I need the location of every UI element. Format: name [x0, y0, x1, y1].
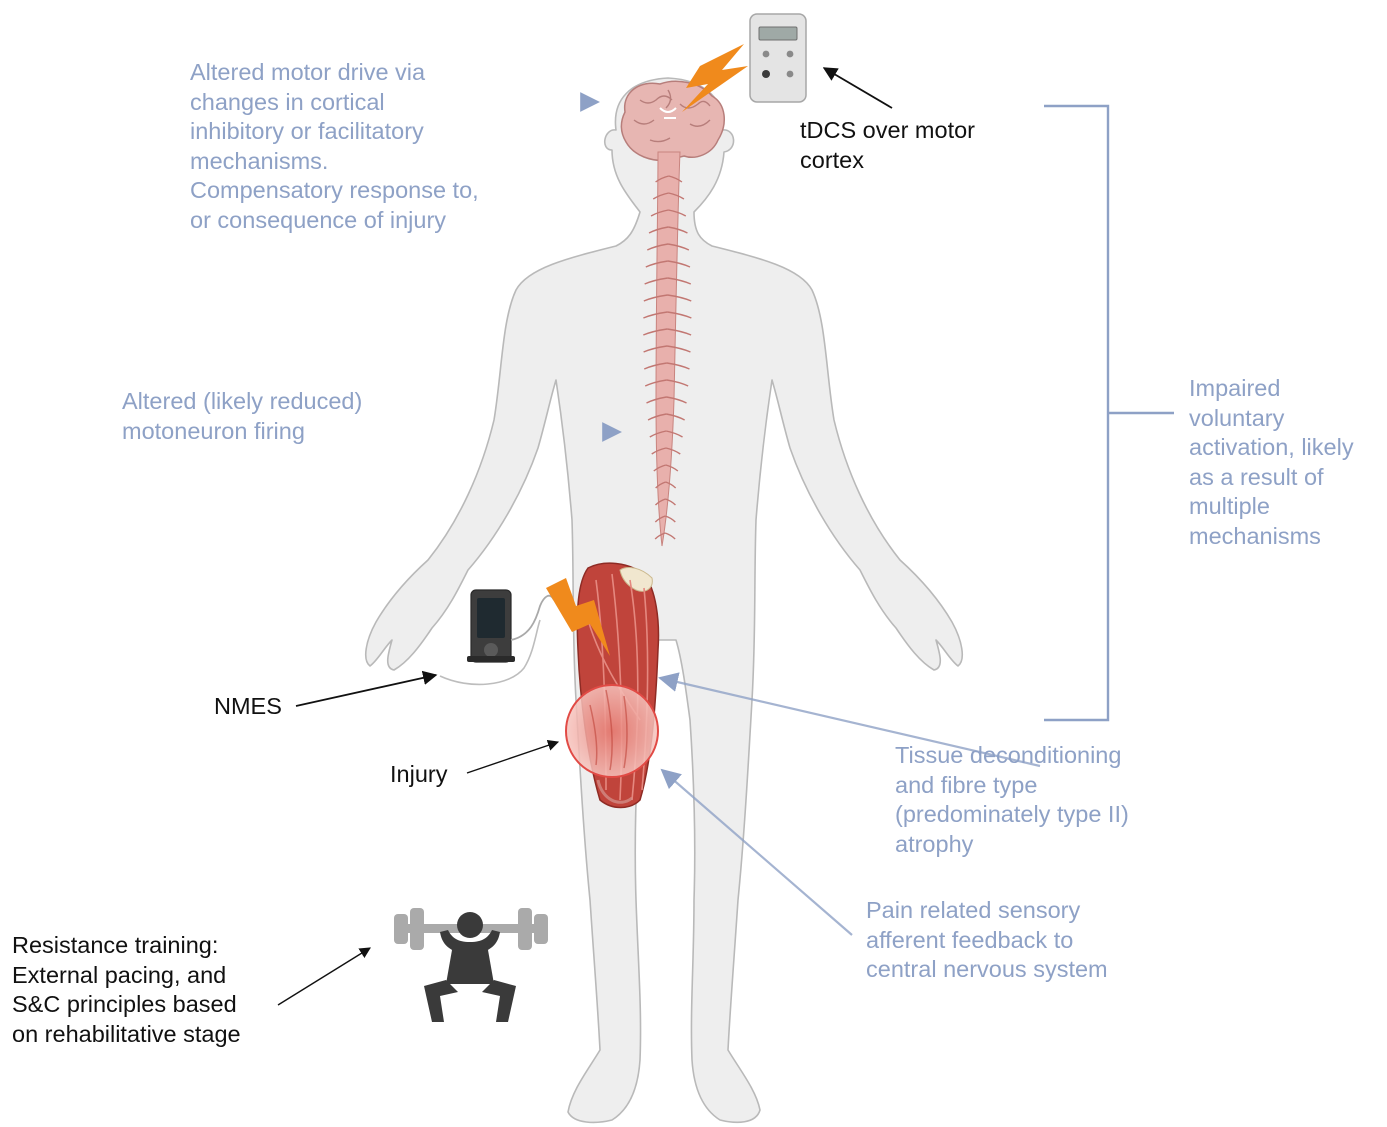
label-line: Altered (likely reduced) [122, 387, 362, 417]
label-line: afferent feedback to [866, 926, 1108, 956]
label-line: central nervous system [866, 955, 1108, 985]
label-line: multiple [1189, 492, 1354, 522]
label-line: as a result of [1189, 463, 1354, 493]
label-line: mechanisms [1189, 522, 1354, 552]
nmes-device-icon [440, 590, 554, 684]
label-nmes: NMES [214, 692, 282, 722]
label-line: (predominately type II) [895, 800, 1129, 830]
tdcs-device-icon [750, 14, 806, 102]
arrow-injury [467, 742, 558, 773]
label-line: Tissue deconditioning [895, 741, 1129, 771]
summary-bracket [1044, 106, 1174, 720]
label-line: and fibre type [895, 771, 1129, 801]
label-line: voluntary [1189, 404, 1354, 434]
label-line: motoneuron firing [122, 417, 362, 447]
label-line: Impaired [1189, 374, 1354, 404]
label-line: changes in cortical [190, 88, 479, 118]
label-line: Injury [390, 760, 447, 790]
label-line: cortex [800, 146, 975, 176]
weightlifter-squat-icon [394, 908, 548, 1022]
label-line: Resistance training: [12, 931, 241, 961]
injury-highlight-circle [566, 685, 658, 777]
label-motoneuron: Altered (likely reduced)motoneuron firin… [122, 387, 362, 446]
label-line: or consequence of injury [190, 206, 479, 236]
arrow-resistance [278, 948, 370, 1005]
label-line: Altered motor drive via [190, 58, 479, 88]
label-line: tDCS over motor [800, 116, 975, 146]
label-line: NMES [214, 692, 282, 722]
label-line: mechanisms. [190, 147, 479, 177]
label-line: S&C principles based [12, 990, 241, 1020]
arrow-pain [662, 770, 852, 935]
label-line: External pacing, and [12, 961, 241, 991]
label-line: atrophy [895, 830, 1129, 860]
label-line: activation, likely [1189, 433, 1354, 463]
label-line: inhibitory or facilitatory [190, 117, 479, 147]
label-line: on rehabilitative stage [12, 1020, 241, 1050]
label-resistance: Resistance training:External pacing, and… [12, 931, 241, 1049]
label-line: Pain related sensory [866, 896, 1108, 926]
arrow-nmes [296, 675, 436, 706]
label-line: Compensatory response to, [190, 176, 479, 206]
arrow-tdcs [824, 68, 892, 108]
label-injury: Injury [390, 760, 447, 790]
